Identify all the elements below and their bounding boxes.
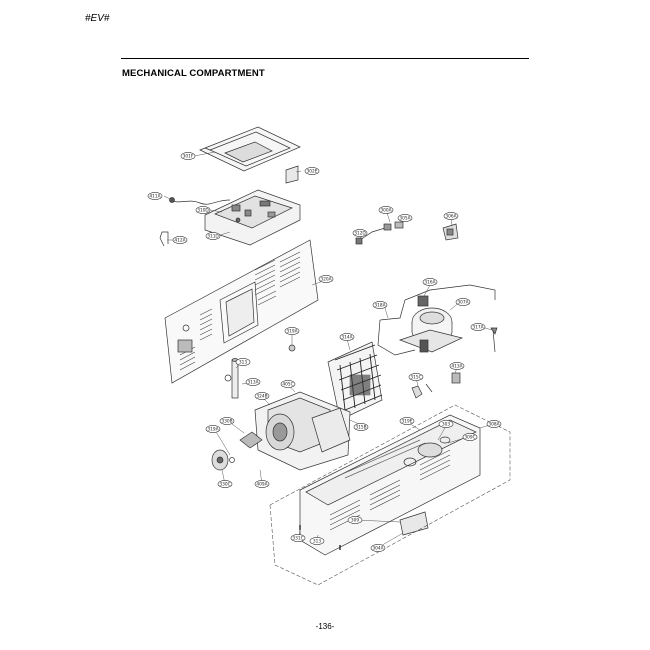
callout-315b: 315B: [353, 423, 369, 431]
callout-313: 313: [235, 358, 251, 366]
relay-harness: [355, 221, 459, 245]
drain-tube: [224, 358, 239, 399]
callout-412a: 412A: [172, 236, 188, 244]
callout-312d: 312D: [352, 229, 368, 237]
callout-311d: 311D: [205, 232, 221, 240]
callout-313a: 313A: [245, 378, 261, 386]
callout-label: 314A: [341, 335, 352, 341]
callout-label: 319E: [402, 419, 413, 425]
callout-300a: 300A: [378, 206, 394, 214]
callout-324b: 324B: [254, 392, 270, 400]
section-title: MECHANICAL COMPARTMENT: [122, 68, 265, 79]
callout-label: 305A: [399, 216, 410, 222]
base-plate-frame: [269, 404, 511, 586]
callout-304a: 304A: [370, 544, 386, 552]
callout-319a: 319A: [205, 425, 221, 433]
callout-306a: 306A: [443, 212, 459, 220]
callout-411a: 411A: [147, 192, 163, 200]
callout-label: 331C: [292, 536, 303, 542]
callout-316a: 316A: [422, 278, 438, 286]
callout-305a: 305A: [397, 214, 413, 222]
callout-label: 300A: [380, 208, 391, 214]
header-rule: [121, 58, 529, 59]
callout-label: 301F: [183, 154, 194, 160]
callout-310d: 310D: [195, 206, 211, 214]
callout-label: 316A: [424, 280, 435, 286]
callout-label: 330B: [221, 419, 232, 425]
callout-label: 304A: [372, 546, 383, 552]
callout-303: 303: [438, 420, 454, 428]
callout-409a: 409A: [254, 480, 270, 488]
callout-label: 313: [239, 360, 247, 366]
callout-308a: 308A: [486, 420, 502, 428]
callout-314a: 314A: [339, 333, 355, 341]
callout-label: 307A: [457, 300, 468, 306]
control-box-cover: [199, 126, 301, 172]
callout-413a: 413A: [449, 362, 465, 370]
callout-label: 319A: [286, 329, 297, 335]
callout-309: 309: [347, 516, 363, 524]
callout-313: 313: [309, 537, 325, 545]
callout-331c: 331C: [290, 534, 306, 542]
callout-label: 306A: [445, 214, 456, 220]
callout-330b: 330B: [219, 417, 235, 425]
control-box: [169, 189, 301, 246]
callout-405c: 405C: [280, 380, 296, 388]
callout-label: 312D: [354, 231, 366, 237]
callout-309c: 309C: [462, 433, 478, 441]
callout-label: 413A: [451, 364, 462, 370]
callout-label: 409A: [256, 482, 267, 488]
fan-assembly: [211, 391, 351, 471]
page-number: -136-: [315, 622, 335, 631]
callout-label: 311D: [207, 234, 219, 240]
callout-label: 309C: [464, 435, 475, 441]
callout-320a: 320A: [318, 275, 334, 283]
callout-317a: 317A: [470, 323, 486, 331]
callout-label: 405C: [282, 382, 293, 388]
compressor: [377, 284, 498, 356]
callout-label: 303: [442, 422, 450, 428]
bracket-part: [285, 165, 299, 184]
callout-label: 308A: [488, 422, 499, 428]
callout-label: 313: [313, 539, 321, 545]
callout-label: 310D: [197, 208, 209, 214]
back-panel: [164, 239, 319, 384]
callout-label: 411A: [149, 194, 160, 200]
callout-label: 320A: [320, 277, 331, 283]
callout-label: 315B: [355, 425, 366, 431]
callout-318a: 318A: [372, 301, 388, 309]
callout-label: 330C: [219, 482, 230, 488]
callout-label: 302E: [307, 169, 318, 175]
callout-label: 317A: [472, 325, 483, 331]
callout-label: 313A: [247, 380, 258, 386]
callout-label: 318A: [374, 303, 385, 309]
callout-307a: 307A: [455, 298, 471, 306]
callout-315c: 315C: [408, 373, 424, 381]
callout-labels: 301F 302E 411A 310D 311D 412A 300A 305A 306A 312D…: [147, 152, 502, 552]
base-plate: [299, 414, 481, 556]
condenser-coil: [327, 341, 383, 421]
callout-label: 324B: [256, 394, 267, 400]
small-bracket: [159, 231, 169, 247]
document-tag: #EV#: [85, 13, 110, 24]
callout-330c: 330C: [217, 480, 233, 488]
fittings: [288, 344, 461, 399]
callout-302e: 302E: [304, 167, 320, 175]
callout-label: 412A: [174, 238, 185, 244]
callout-301f: 301F: [180, 152, 196, 160]
callout-319e: 319E: [399, 417, 415, 425]
callout-319a: 319A: [284, 327, 300, 335]
callout-label: 319A: [207, 427, 218, 433]
callout-label: 309: [351, 518, 359, 524]
callout-label: 315C: [410, 375, 421, 381]
